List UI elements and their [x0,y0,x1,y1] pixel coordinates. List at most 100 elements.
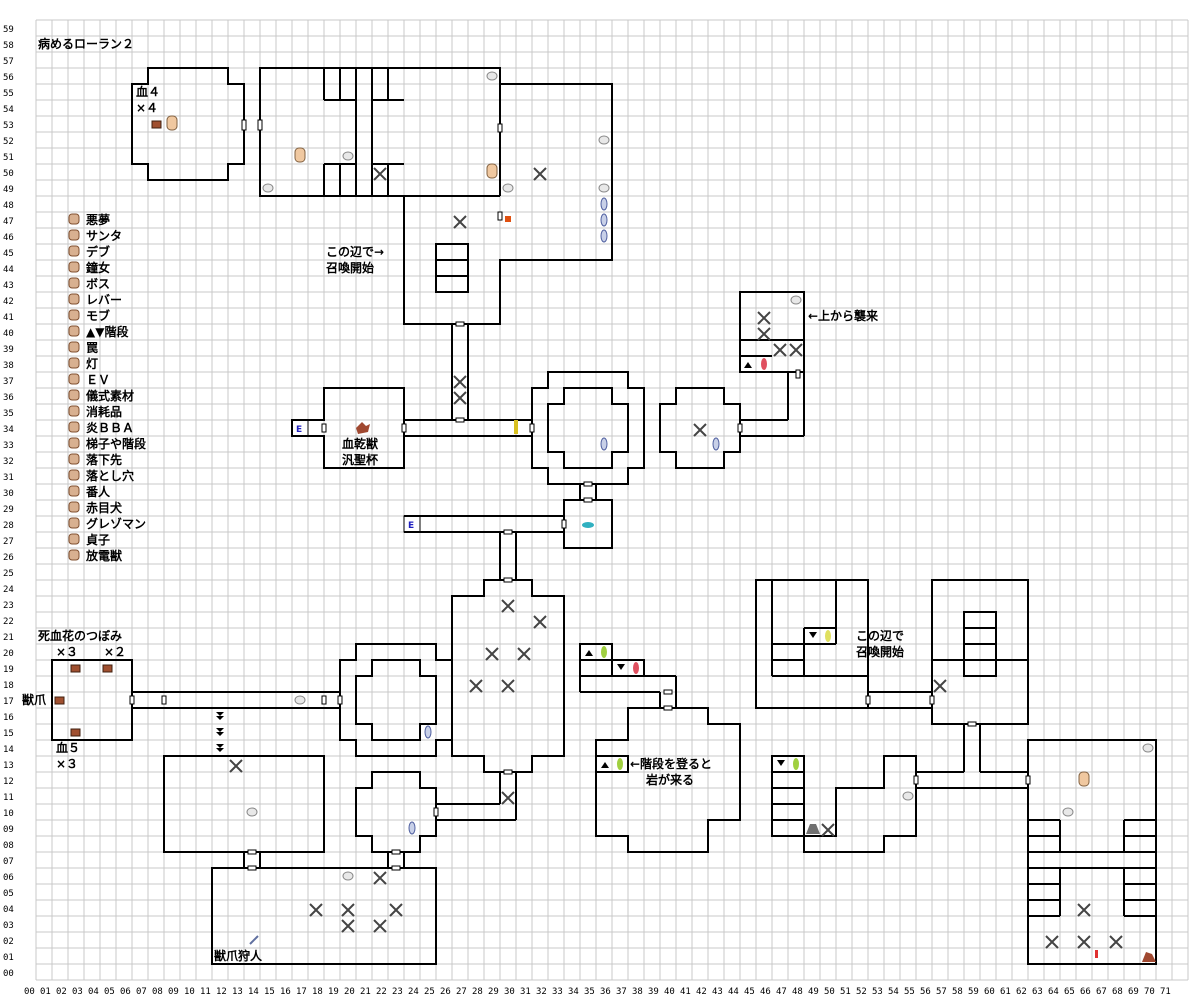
legend-item: サンタ [68,229,122,243]
legend-label: モブ [86,308,110,323]
legend-item: 放電獣 [68,548,123,563]
rock-note-line1: ←階段を登ると [630,756,712,771]
room-center-ring [531,371,645,485]
legend-label: 儀式素材 [85,388,134,403]
ritual-icon [68,389,80,401]
x-tick-label: 32 [536,987,547,997]
room-rock [595,707,741,853]
y-tick-label: 06 [3,873,14,883]
legend-item: 鐘女 [68,260,110,275]
y-tick-label: 28 [3,521,14,531]
y-tick-label: 32 [3,457,14,467]
x-tick-label: 10 [184,987,195,997]
x-tick-label: 08 [152,987,163,997]
legend-item: 梯子や階段 [68,436,147,451]
legend-label: 赤目犬 [86,500,123,515]
legend-label: 灯 [86,356,98,371]
legend-item: 赤目犬 [68,500,123,515]
legend: 悪夢サンタデブ鐘女ボスレバーモブ▲▼階段罠灯ＥＶ儀式素材消耗品炎ＢＢＡ梯子や階段… [68,212,147,563]
y-tick-label: 10 [3,809,14,819]
legend-label: ▲▼階段 [86,324,129,339]
ladder-icon [68,437,80,449]
y-tick-label: 55 [3,89,14,99]
death-flower-label: 死血花のつぼみ [38,628,122,643]
x-tick-label: 26 [440,987,451,997]
x-tick-label: 69 [1128,987,1139,997]
legend-label: レバー [86,293,122,307]
x-tick-label: 02 [56,987,67,997]
x-tick-label: 47 [776,987,787,997]
ev-icon: E [296,425,302,435]
x-tick-label: 62 [1016,987,1027,997]
y-tick-label: 23 [3,601,14,611]
rock-note-line2: 岩が来る [645,772,694,787]
legend-item: 番人 [68,484,111,499]
y-tick-label: 04 [3,905,14,915]
y-tick-label: 07 [3,857,14,867]
npc-icon [68,245,80,257]
x-tick-label: 71 [1160,987,1171,997]
boss-icon [68,421,80,433]
dog-icon [806,824,820,834]
chest-icon [68,213,80,225]
legend-label: 貞子 [86,532,110,547]
x-tick-label: 30 [504,987,515,997]
x-tick-label: 42 [696,987,707,997]
room-lower-small [355,771,437,853]
count-x2-label: ×２ [104,645,126,659]
summon-note-b-line1: この辺で [856,629,904,643]
x-tick-label: 61 [1000,987,1011,997]
legend-label: 消耗品 [86,404,122,419]
x-tick-label: 43 [712,987,723,997]
legend-label: 放電獣 [85,548,123,563]
npc-icon [68,549,80,561]
y-tick-label: 01 [3,953,14,963]
summon-note-a-line2: 召喚開始 [326,260,374,275]
y-tick-label: 09 [3,825,14,835]
blood5-label: 血５ [56,740,80,755]
y-tick-label: 37 [3,377,14,387]
x-tick-label: 21 [360,987,371,997]
room-top-left [131,67,245,181]
x-tick-label: 65 [1064,987,1075,997]
npc-icon [68,517,80,529]
y-tick-label: 38 [3,361,14,371]
x-tick-label: 34 [568,987,579,997]
y-tick-label: 39 [3,345,14,355]
x-tick-label: 70 [1144,987,1155,997]
x-tick-label: 63 [1032,987,1043,997]
npc-icon [68,261,80,273]
x-tick-label: 01 [40,987,51,997]
map-icons: E E [54,71,1156,962]
y-tick-label: 05 [3,889,14,899]
legend-item: デブ [68,244,110,259]
x-tick-label: 58 [952,987,963,997]
x-tick-label: 25 [424,987,435,997]
y-tick-label: 49 [3,185,14,195]
y-tick-label: 00 [3,969,14,979]
y-tick-label: 18 [3,681,14,691]
legend-label: サンタ [86,229,122,243]
trap-icon [68,341,80,353]
x-tick-label: 03 [72,987,83,997]
boss-icon [356,422,370,434]
boss-name-line1: 血乾獣 [342,436,379,451]
y-tick-label: 44 [3,265,14,275]
y-tick-label: 30 [3,489,14,499]
y-tick-label: 48 [3,201,14,211]
x-tick-label: 48 [792,987,803,997]
x-tick-label: 51 [840,987,851,997]
legend-label: 炎ＢＢＡ [86,420,134,435]
x-tick-label: 52 [856,987,867,997]
y-tick-label: 53 [3,121,14,131]
drop-icon [216,712,224,752]
y-tick-label: 45 [3,249,14,259]
x-tick-label: 28 [472,987,483,997]
guard-icon [68,485,80,497]
chest-icon [54,120,162,737]
boss-icon [1142,952,1156,962]
x-tick-label: 29 [488,987,499,997]
y-tick-label: 13 [3,761,14,771]
legend-label: 悪夢 [86,212,110,227]
legend-label: 罠 [86,341,98,355]
